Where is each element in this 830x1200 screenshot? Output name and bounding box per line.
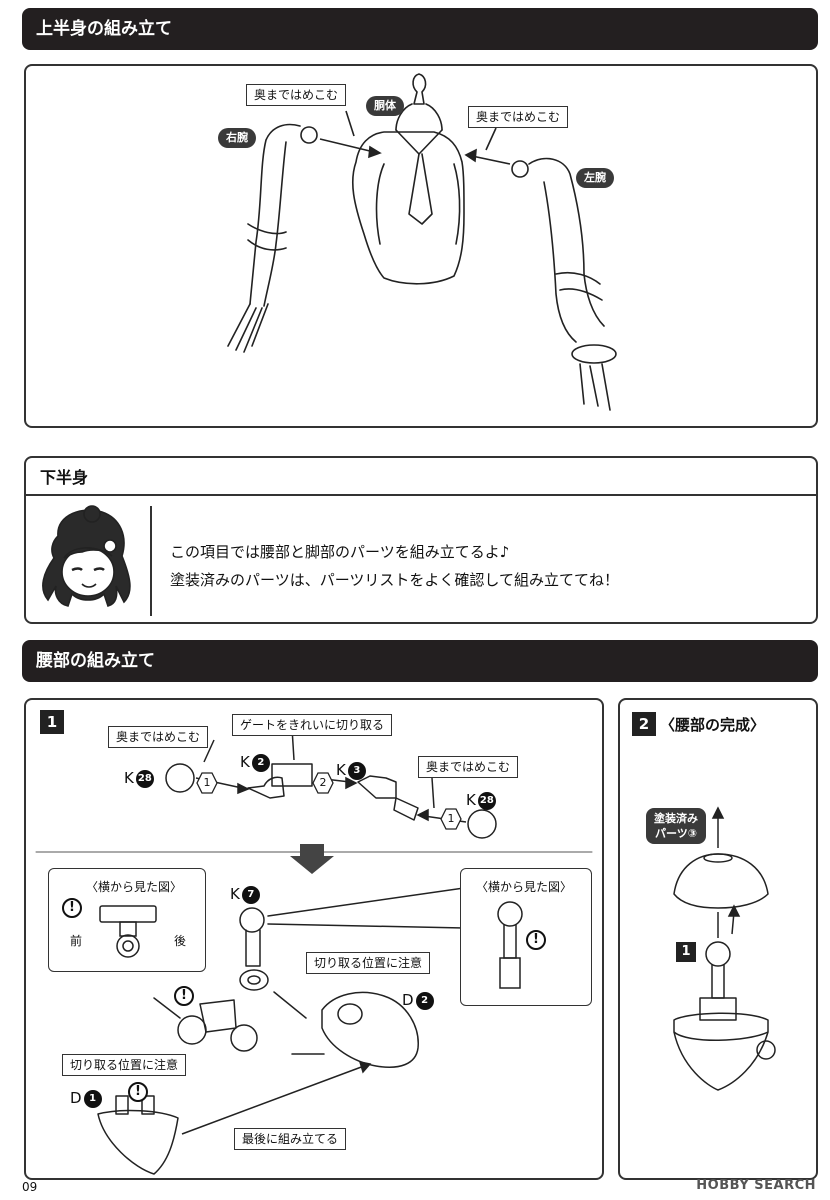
step2-panel [618, 698, 818, 1180]
intro-line-1: この項目では腰部と脚部のパーツを組み立てるよ♪ [170, 543, 510, 561]
divider [150, 506, 152, 616]
guide-character-avatar [42, 505, 131, 607]
callout-insert-a: 奥まではめこむ [108, 726, 209, 748]
watermark: HOBBY SEARCH [696, 1178, 816, 1193]
warning-icon: ! [128, 1082, 148, 1102]
upper-body-illustration [227, 73, 617, 411]
section-header-waist-assembly: 腰部の組み立て [22, 640, 818, 682]
side-view-title-left: 〈横から見た図〉 [86, 880, 183, 894]
callout-cut-position-right: 切り取る位置に注意 [306, 952, 431, 974]
step1-number: 1 [40, 710, 64, 734]
warning-icon: ! [526, 930, 546, 950]
label-back: 後 [174, 934, 187, 948]
step2-number: 2 [632, 712, 656, 736]
callout-assemble-last: 最後に組み立てる [234, 1128, 347, 1150]
lower-body-panel [24, 456, 818, 624]
label-right-arm: 右腕 [218, 128, 256, 148]
label-left-arm: 左腕 [576, 168, 614, 188]
step2-inner-step-number: 1 [676, 942, 696, 962]
warning-icon: ! [62, 898, 82, 918]
callout-insert-right-arm: 奥まではめこむ [246, 84, 347, 106]
order-marker: 1 [440, 808, 462, 830]
painted-parts-label: 塗装済み パーツ③ [646, 808, 706, 844]
warning-icon: ! [174, 986, 194, 1006]
step2-title: 〈腰部の完成〉 [660, 716, 766, 734]
side-view-part-left [99, 905, 157, 958]
section-header-lower-body: 下半身 [40, 468, 89, 487]
page-number: 09 [22, 1180, 38, 1194]
label-front: 前 [70, 934, 83, 948]
waist-step1-illustration [35, 727, 593, 1175]
callout-cut-position-left: 切り取る位置に注意 [62, 1054, 187, 1076]
waist-completed-illustration [673, 806, 776, 1091]
callout-gate: ゲートをきれいに切り取る [232, 714, 393, 736]
side-view-title-right: 〈横から見た図〉 [476, 880, 573, 894]
callout-insert-b: 奥まではめこむ [418, 756, 519, 778]
order-marker: 1 [196, 772, 218, 794]
side-view-box-left [48, 868, 206, 972]
callout-insert-left-arm: 奥まではめこむ [468, 106, 569, 128]
lower-body-header-bar [26, 458, 816, 496]
intro-line-2: 塗装済みのパーツは、パーツリストをよく確認して組み立ててね！ [170, 571, 619, 589]
label-torso: 胴体 [366, 96, 404, 116]
section-header-upper-body: 上半身の組み立て [22, 8, 818, 50]
upper-body-panel [24, 64, 818, 428]
side-view-part-right [497, 901, 523, 989]
order-marker: 2 [312, 772, 334, 794]
